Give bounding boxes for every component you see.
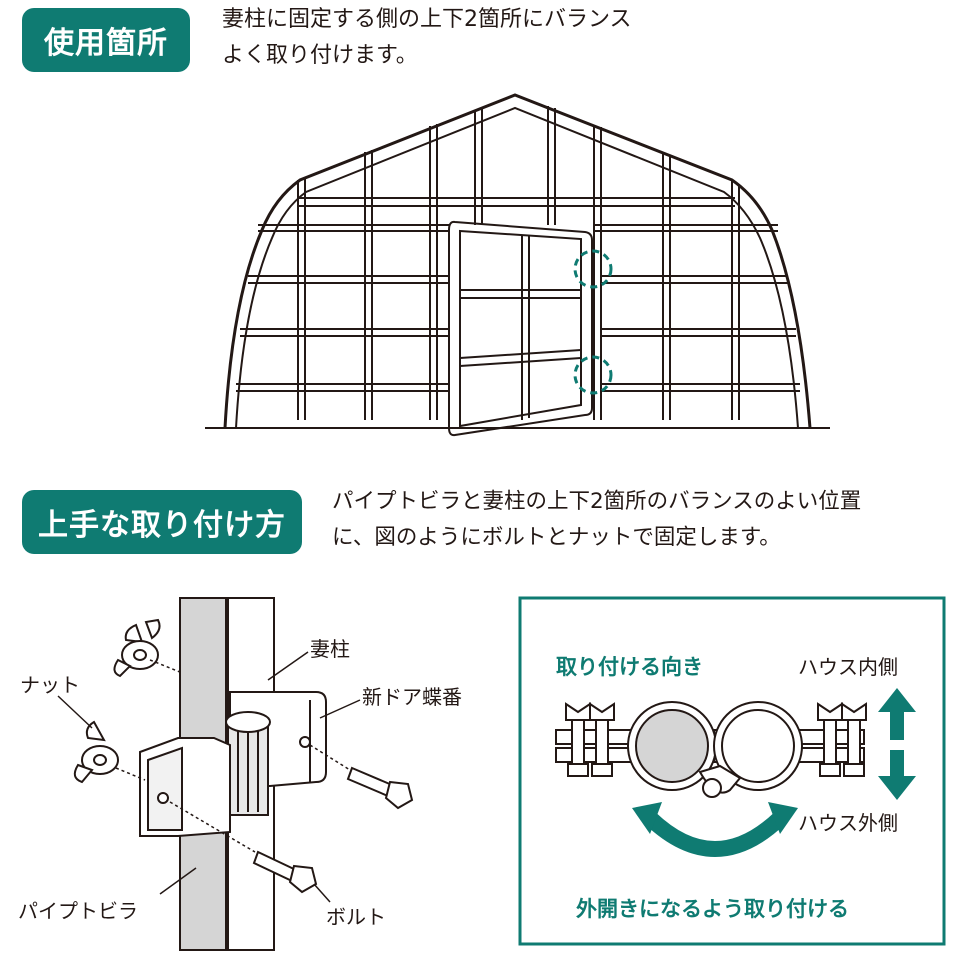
usage-description: 妻柱に固定する側の上下2箇所にバランス よく取り付けます。 xyxy=(222,2,742,74)
label-new-door-hinge: 新ドア蝶番 xyxy=(362,685,462,709)
label-pipe-door: パイプトビラ xyxy=(18,899,138,923)
bolt-upper xyxy=(346,766,414,810)
arrow-up-icon xyxy=(878,688,916,740)
rotation-arrow-head-left xyxy=(632,802,662,834)
greenhouse-outer-arch xyxy=(223,93,812,429)
usage-description-line1: 妻柱に固定する側の上下2箇所にバランス xyxy=(222,7,632,32)
hinge-exploded-diagram xyxy=(57,597,414,951)
label-tsumabashira: 妻柱 xyxy=(310,637,350,661)
label-nut: ナット xyxy=(20,673,80,697)
rotation-arrow-head-right xyxy=(768,802,798,834)
wing-nut-upper xyxy=(113,618,161,678)
usage-description-line2: よく取り付けます。 xyxy=(222,43,418,68)
clamp-top-view xyxy=(555,701,867,798)
wing-nut-lower xyxy=(73,720,119,784)
label-house-inside: ハウス内側 xyxy=(798,655,898,679)
pipe-door xyxy=(448,220,593,437)
inset-caption: 外開きになるよう取り付ける xyxy=(576,897,849,921)
arrow-down-icon xyxy=(878,750,916,800)
label-house-outside: ハウス外側 xyxy=(798,811,898,835)
attachment-point-marker-lower xyxy=(573,355,613,395)
inside-outside-arrows xyxy=(878,688,916,800)
inset-direction-title: 取り付ける向き xyxy=(556,655,703,679)
greenhouse-illustration xyxy=(205,93,830,437)
section-badge-installation-method: 上手な取り付け方 xyxy=(22,490,302,554)
bolt-lower xyxy=(252,850,318,894)
section-badge-usage-location: 使用箇所 xyxy=(22,8,190,72)
installation-description: パイプトビラと妻柱の上下2箇所のバランスのよい位置 に、図のようにボルトとナット… xyxy=(332,484,954,556)
attachment-point-marker-upper xyxy=(573,249,613,289)
installation-description-line1: パイプトビラと妻柱の上下2箇所のバランスのよい位置 xyxy=(332,489,862,514)
direction-inset xyxy=(518,596,946,946)
greenhouse-vertical-posts xyxy=(297,106,740,420)
greenhouse-horizontal-bars xyxy=(236,197,800,392)
label-bolt: ボルト xyxy=(326,905,386,929)
installation-description-line2: に、図のようにボルトとナットで固定します。 xyxy=(332,525,781,550)
greenhouse-inner-arch xyxy=(235,106,799,429)
rotation-arrow xyxy=(644,812,786,857)
